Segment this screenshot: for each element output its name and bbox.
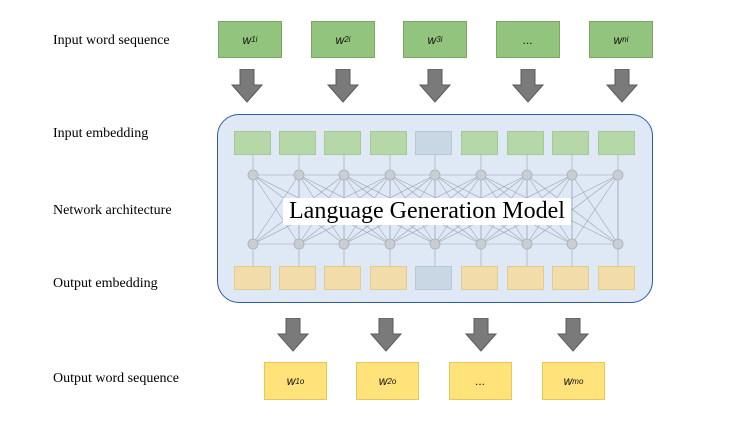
down-arrow-icon	[606, 69, 638, 103]
network-node	[475, 238, 487, 250]
down-arrow-icon	[465, 318, 497, 352]
input-embedding-cell	[507, 131, 544, 155]
input-embedding-cell	[415, 131, 452, 155]
input-sequence-label: Input word sequence	[53, 33, 170, 48]
input-embedding-label: Input embedding	[53, 126, 149, 141]
network-edge	[571, 174, 619, 245]
network-node	[429, 238, 441, 250]
output-embedding-cell	[324, 266, 361, 290]
network-node	[566, 238, 578, 250]
input-embedding-cell	[598, 131, 635, 155]
down-arrow-icon	[557, 318, 589, 352]
output-sequence-label: Output word sequence	[53, 371, 179, 386]
network-node	[612, 238, 624, 250]
network-node	[338, 169, 350, 181]
input-embedding-cell	[324, 131, 361, 155]
output-embedding-cell	[370, 266, 407, 290]
output-embedding-cell	[234, 266, 271, 290]
network-edge	[526, 174, 619, 245]
input-token: ...	[496, 21, 560, 58]
network-node	[475, 169, 487, 181]
down-arrow-icon	[370, 318, 402, 352]
output-embedding-cell	[461, 266, 498, 290]
down-arrow-icon	[231, 69, 263, 103]
network-node	[566, 169, 578, 181]
network-node	[521, 169, 533, 181]
network-node	[384, 238, 396, 250]
network-node	[247, 169, 259, 181]
input-embedding-cell	[461, 131, 498, 155]
down-arrow-icon	[277, 318, 309, 352]
output-embedding-cell	[415, 266, 452, 290]
input-embedding-cell	[234, 131, 271, 155]
network-node	[384, 169, 396, 181]
output-embedding-cell	[279, 266, 316, 290]
output-token: ...	[449, 362, 512, 400]
output-embedding-cell	[552, 266, 589, 290]
network-edge	[252, 174, 300, 245]
network-architecture-label: Network architecture	[53, 203, 172, 218]
network-node	[293, 238, 305, 250]
output-embedding-label: Output embedding	[53, 276, 158, 291]
down-arrow-icon	[419, 69, 451, 103]
down-arrow-icon	[512, 69, 544, 103]
network-node	[429, 169, 441, 181]
down-arrow-icon	[327, 69, 359, 103]
output-embedding-cell	[598, 266, 635, 290]
network-node	[247, 238, 259, 250]
output-embedding-cell	[507, 266, 544, 290]
model-title: Language Generation Model	[283, 198, 571, 225]
input-embedding-cell	[370, 131, 407, 155]
network-node	[293, 169, 305, 181]
network-node	[338, 238, 350, 250]
input-embedding-cell	[552, 131, 589, 155]
network-node	[612, 169, 624, 181]
network-node	[521, 238, 533, 250]
input-embedding-cell	[279, 131, 316, 155]
